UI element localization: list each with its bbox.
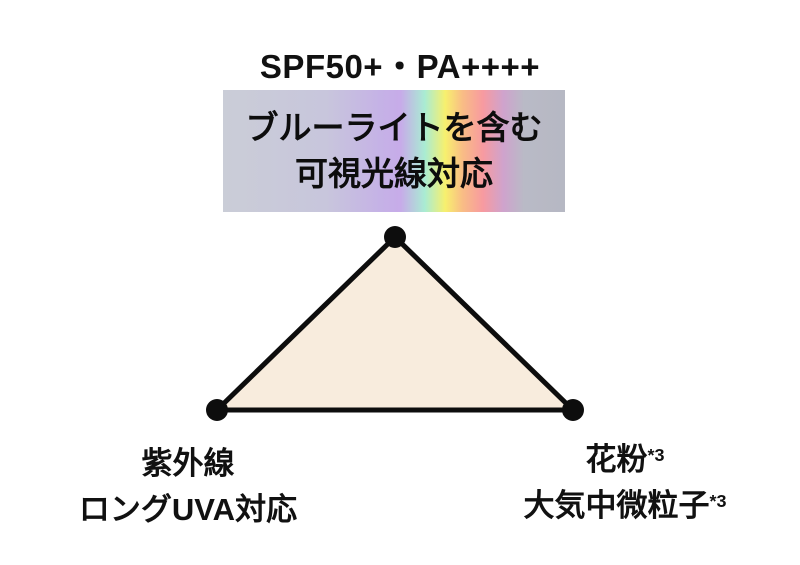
pollen-line-1: 花粉*3	[465, 437, 785, 483]
pollen-line-2-footnote: *3	[709, 490, 727, 511]
pollen-line-2-text: 大気中微粒子	[523, 487, 710, 523]
pollen-line-2: 大気中微粒子*3	[465, 483, 785, 529]
page-title: SPF50+・PA++++	[259, 48, 541, 85]
banner-line-2: 可視光線対応	[295, 155, 493, 192]
pollen-line-1-footnote: *3	[647, 445, 665, 466]
triangle-svg	[206, 226, 584, 421]
uv-line-1: 紫外線	[141, 446, 235, 481]
rainbow-banner: ブルーライトを含む 可視光線対応	[223, 90, 565, 212]
banner-line-1: ブルーライトを含む	[245, 108, 543, 146]
vertex-dot-left	[206, 399, 228, 421]
protection-triangle	[195, 215, 595, 427]
uv-line-2: ロングUVA対応	[78, 491, 298, 527]
label-pollen: 花粉*3 大気中微粒子*3	[465, 437, 785, 529]
label-uv: 紫外線 ロングUVA対応	[28, 441, 348, 533]
vertex-dot-top	[384, 226, 406, 248]
vertex-dot-right	[562, 399, 584, 421]
pollen-line-1-text: 花粉	[585, 442, 648, 477]
triangle-shape	[214, 234, 576, 413]
